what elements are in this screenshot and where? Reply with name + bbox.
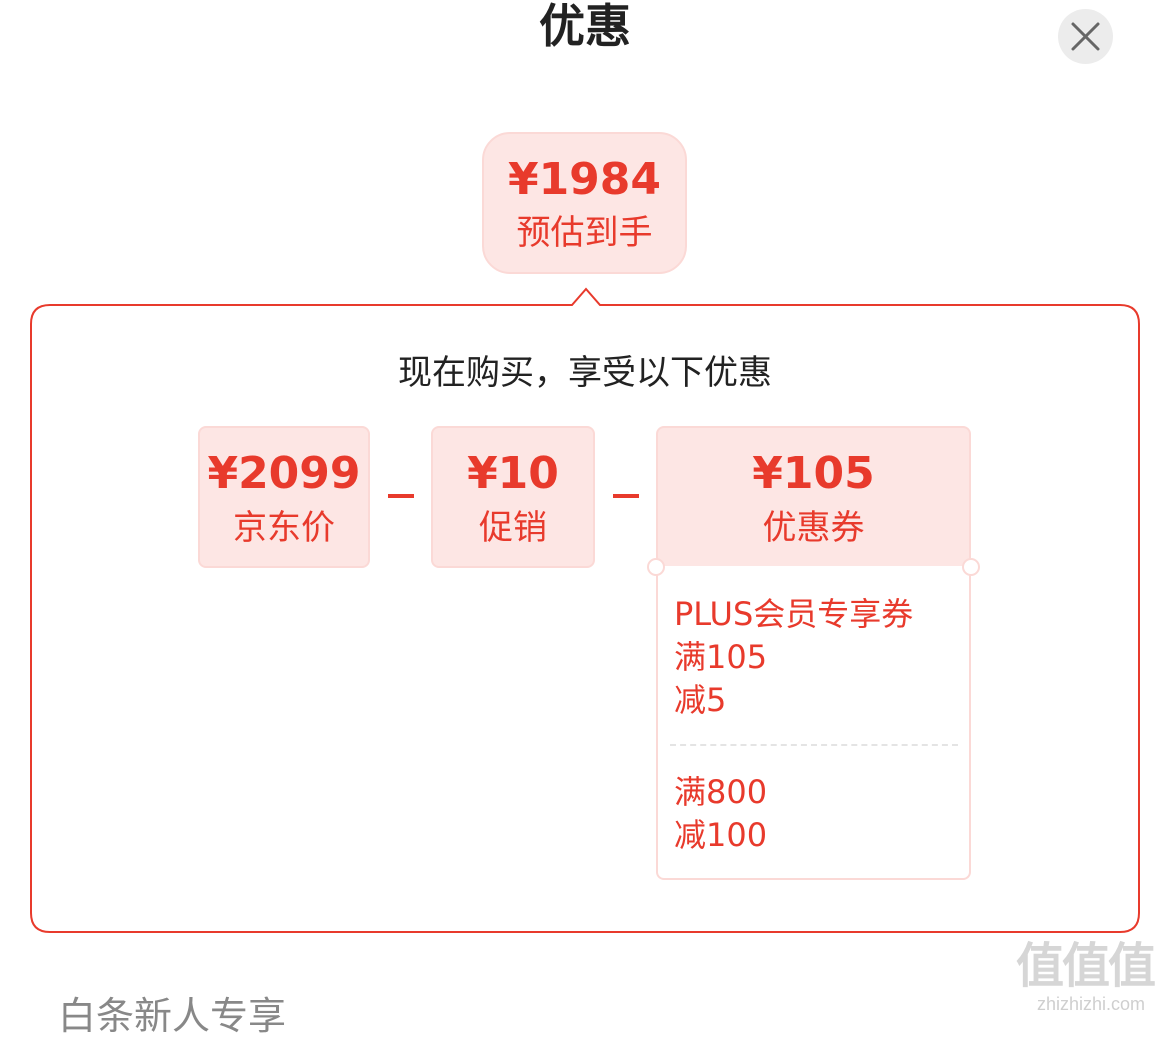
coupon-details xyxy=(656,566,971,880)
watermark-glyphs: 值值值 xyxy=(1016,938,1156,994)
estimated-price-label: 预估到手 xyxy=(516,213,653,253)
jd-price-tile: ¥2099 京东价 xyxy=(198,426,370,568)
coupon-notch xyxy=(962,558,980,576)
close-button[interactable] xyxy=(1058,9,1113,64)
jd-price-label: 京东价 xyxy=(233,508,335,548)
next-section-title: 白条新人专享 xyxy=(58,994,287,1038)
watermark: 值值值 zhizhizhi.com xyxy=(1016,938,1166,1018)
coupon-amount: ¥105 xyxy=(752,448,875,499)
coupon-threshold: 满105 xyxy=(674,638,768,676)
promotion-tile: ¥10 促销 xyxy=(431,426,595,568)
jd-price-amount: ¥2099 xyxy=(207,448,361,499)
minus-operator xyxy=(388,494,414,498)
watermark-url: zhizhizhi.com xyxy=(1036,994,1146,1014)
minus-operator xyxy=(613,494,639,498)
coupon-title: PLUS会员专享券 xyxy=(674,595,914,633)
coupon-reduction: 减5 xyxy=(674,681,727,719)
estimated-price: ¥1984 xyxy=(507,154,662,205)
coupon-reduction: 减100 xyxy=(674,816,768,854)
coupon-divider xyxy=(670,744,958,746)
coupon-tile[interactable]: ¥105 优惠券 xyxy=(656,426,971,566)
coupon-threshold: 满800 xyxy=(674,773,768,811)
page-title: 优惠 xyxy=(539,0,631,53)
promotion-label: 促销 xyxy=(479,508,547,548)
panel-heading: 现在购买，享受以下优惠 xyxy=(398,353,772,393)
coupon-notch xyxy=(647,558,665,576)
promotion-amount: ¥10 xyxy=(467,448,559,499)
coupon-label: 优惠券 xyxy=(762,508,865,548)
close-icon xyxy=(1071,22,1100,51)
estimated-price-badge: ¥1984 预估到手 xyxy=(482,132,687,274)
